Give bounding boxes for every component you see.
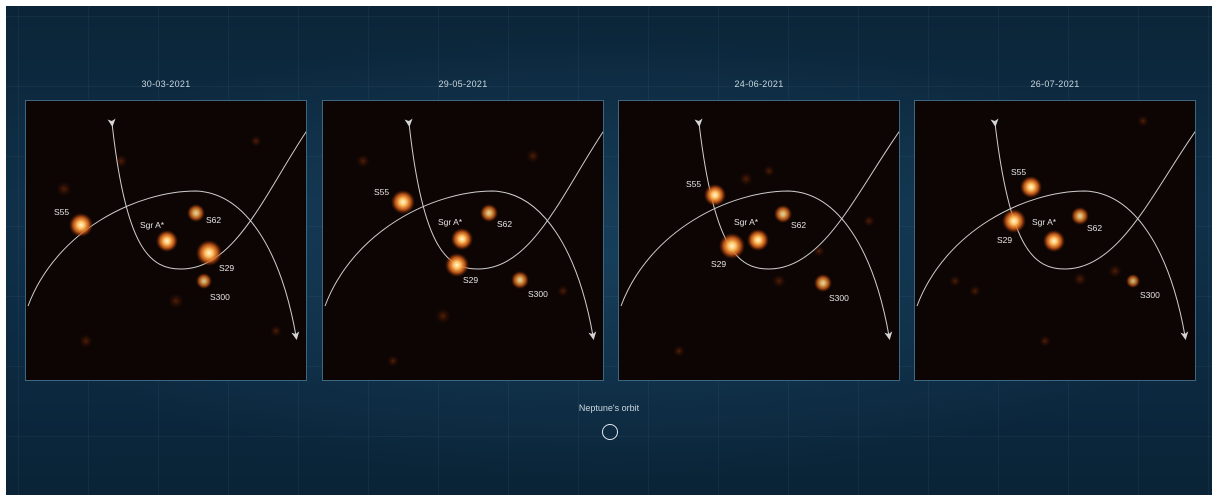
faint-sources bbox=[356, 149, 569, 367]
star-s55 bbox=[391, 190, 415, 214]
panel-date: 24-06-2021 bbox=[734, 79, 784, 89]
label-sgr-a: Sgr A* bbox=[140, 220, 165, 230]
label-s300: S300 bbox=[210, 292, 230, 302]
star-s29 bbox=[719, 233, 745, 259]
label-s55: S55 bbox=[686, 179, 701, 189]
star-s62 bbox=[1071, 207, 1089, 225]
panel-image: S55 Sgr A* S62 S29 S300 bbox=[324, 118, 603, 367]
neptune-orbit-scale-circle bbox=[602, 424, 618, 440]
label-s300: S300 bbox=[528, 289, 548, 299]
panel-image: S55 Sgr A* S62 S29 S300 bbox=[916, 115, 1195, 347]
star-s29 bbox=[445, 253, 469, 277]
panel-date: 29-05-2021 bbox=[438, 79, 488, 89]
observation-panel-2: S55 Sgr A* S62 S29 S300 bbox=[322, 100, 604, 381]
s55-orbit bbox=[916, 190, 1189, 340]
star-s55 bbox=[69, 213, 93, 237]
faint-sources bbox=[673, 165, 875, 357]
star-s29 bbox=[196, 240, 222, 266]
star-s62 bbox=[480, 204, 498, 222]
s29-orbit bbox=[107, 118, 306, 270]
star-sgr-a bbox=[451, 228, 473, 250]
label-s55: S55 bbox=[54, 207, 69, 217]
star-s29 bbox=[1002, 209, 1026, 233]
panel-date: 26-07-2021 bbox=[1030, 79, 1080, 89]
label-s29: S29 bbox=[997, 235, 1012, 245]
label-sgr-a: Sgr A* bbox=[1032, 217, 1057, 227]
label-s29: S29 bbox=[463, 275, 478, 285]
star-s55 bbox=[1020, 176, 1042, 198]
star-s62 bbox=[187, 204, 205, 222]
label-s29: S29 bbox=[711, 259, 726, 269]
label-sgr-a: Sgr A* bbox=[734, 217, 759, 227]
star-s55 bbox=[704, 184, 726, 206]
label-s55: S55 bbox=[1011, 167, 1026, 177]
neptune-orbit-caption: Neptune's orbit bbox=[578, 403, 640, 413]
label-s62: S62 bbox=[791, 220, 806, 230]
star-s300 bbox=[196, 273, 212, 289]
label-s62: S62 bbox=[1087, 223, 1102, 233]
star-s300 bbox=[814, 274, 832, 292]
label-s55: S55 bbox=[374, 187, 389, 197]
star-s300 bbox=[1126, 274, 1140, 288]
s55-orbit bbox=[324, 190, 597, 340]
label-s300: S300 bbox=[1140, 290, 1160, 300]
s29-orbit bbox=[694, 118, 899, 270]
faint-sources bbox=[949, 115, 1149, 347]
star-sgr-a bbox=[747, 229, 769, 251]
label-s62: S62 bbox=[497, 219, 512, 229]
s29-orbit bbox=[404, 118, 603, 270]
panel-date: 30-03-2021 bbox=[141, 79, 191, 89]
star-s300 bbox=[511, 271, 529, 289]
star-sgr-a bbox=[156, 230, 178, 252]
observation-panel-3: S55 Sgr A* S62 S29 S300 bbox=[618, 100, 900, 381]
star-sgr-a bbox=[1043, 230, 1065, 252]
panel-image: S55 Sgr A* S62 S29 S300 bbox=[620, 118, 899, 357]
observation-panel-1: S55 Sgr A* S62 S29 S300 bbox=[25, 100, 307, 381]
label-sgr-a: Sgr A* bbox=[438, 217, 463, 227]
label-s62: S62 bbox=[206, 215, 221, 225]
panel-image: S55 Sgr A* S62 S29 S300 bbox=[27, 118, 306, 348]
s55-orbit bbox=[620, 190, 893, 340]
figure-canvas: 30-03-2021 bbox=[6, 6, 1212, 495]
label-s300: S300 bbox=[829, 293, 849, 303]
faint-sources bbox=[56, 135, 282, 348]
s55-orbit bbox=[27, 190, 300, 340]
label-s29: S29 bbox=[219, 263, 234, 273]
star-s62 bbox=[774, 205, 792, 223]
observation-panel-4: S55 Sgr A* S62 S29 S300 bbox=[914, 100, 1196, 381]
